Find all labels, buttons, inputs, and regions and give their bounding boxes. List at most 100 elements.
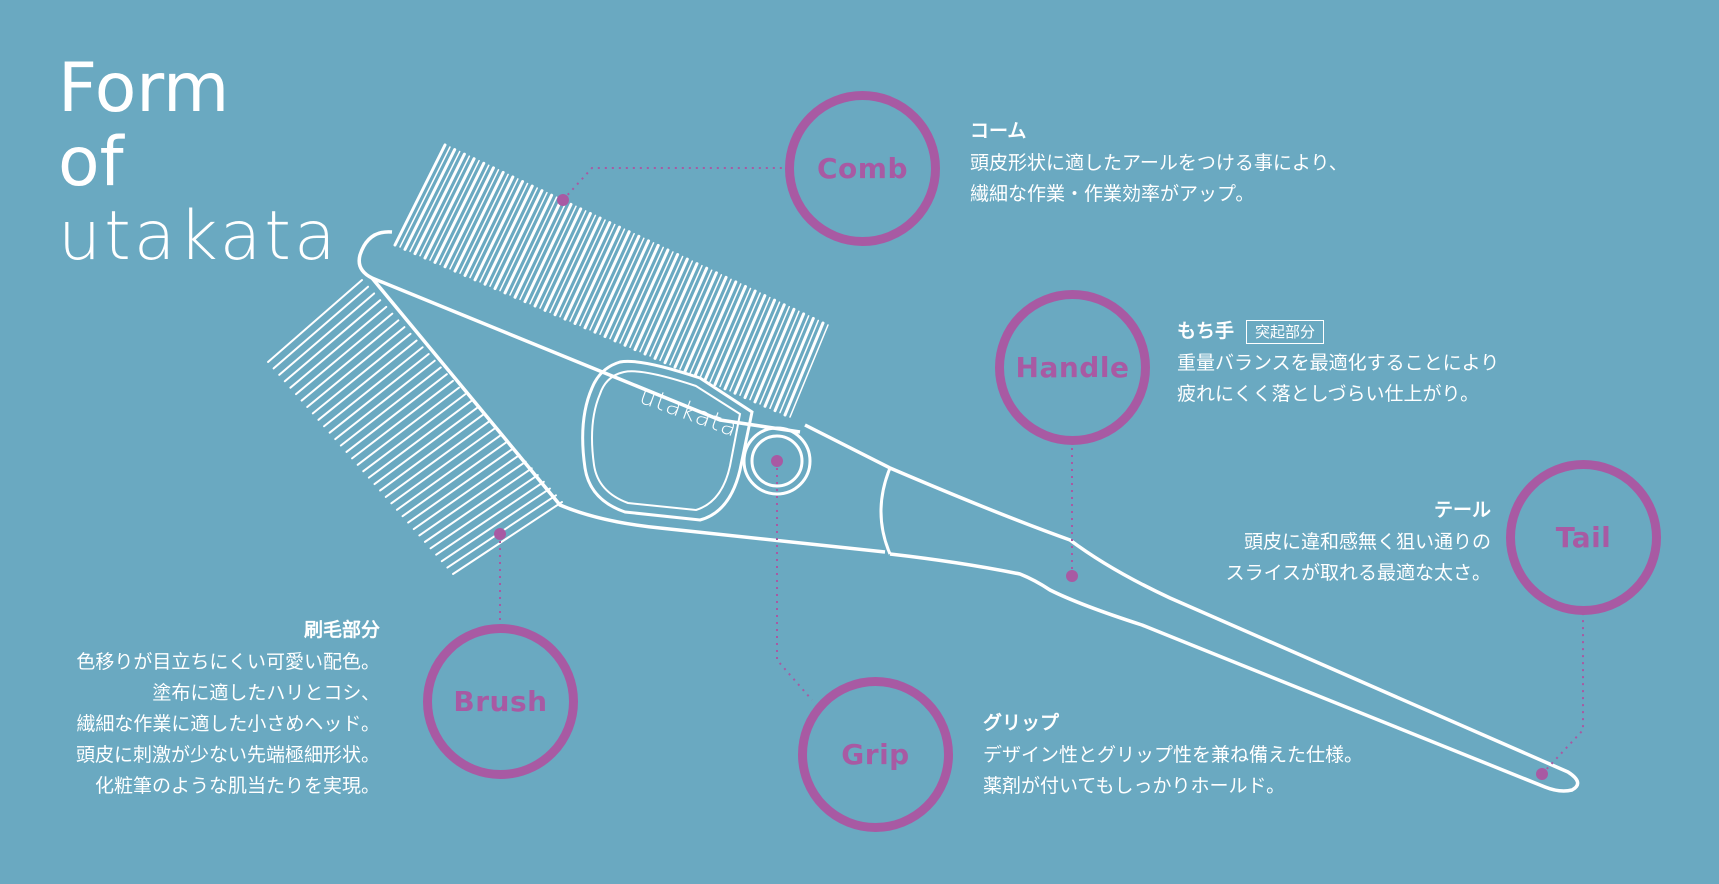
bristle: [345, 373, 448, 453]
bristle: [334, 359, 436, 441]
bristle: [272, 285, 370, 370]
comb-tooth: [783, 321, 825, 417]
brush-heading: 刷毛部分: [303, 619, 380, 641]
brush-logo-text: utakata: [636, 380, 742, 442]
handle-line-2: 疲れにくく落としづらい仕上がり。: [1177, 383, 1480, 405]
comb-tooth-edge: [529, 205, 577, 305]
bristle: [401, 440, 509, 518]
tail-line-2: スライスが取れる最適な太さ。: [1225, 562, 1491, 584]
comb-tooth: [483, 184, 534, 286]
comb-tooth-edge: [489, 187, 538, 287]
comb-tooth: [743, 303, 786, 400]
bristle: [289, 305, 388, 389]
handle-bubble: Handle: [995, 290, 1150, 445]
comb-tooth-edge: [629, 251, 674, 349]
comb-tooth: [543, 211, 592, 312]
comb-tooth-edge: [579, 228, 626, 327]
comb-heading: コーム: [970, 120, 1027, 142]
bristle: [323, 346, 424, 428]
grip-ring-outer: [742, 426, 812, 496]
brush-point: [494, 528, 506, 540]
comb-tooth-edge: [679, 274, 723, 370]
bristle: [384, 420, 491, 498]
bristle: [317, 339, 418, 421]
comb-tooth-edge: [769, 315, 810, 410]
comb-bubble: Comb: [785, 91, 940, 246]
bristle: [267, 279, 363, 363]
brush-line-5: 化粧筆のような肌当たりを実現。: [94, 775, 380, 797]
comb-tooth: [693, 280, 738, 378]
comb-tooth: [403, 148, 457, 251]
comb-tooth: [663, 266, 709, 365]
grip-line-1: デザイン性とグリップ性を兼ね備えた仕様。: [983, 744, 1364, 766]
tail-line-1: 頭皮に違和感無く狙い通りの: [1243, 531, 1491, 553]
handle-description: もち手突起部分 重量バランスを最適化することにより 疲れにくく落としづらい仕上が…: [1177, 318, 1499, 410]
comb-tooth-edge: [619, 246, 664, 344]
comb-tooth-edge: [639, 255, 684, 353]
comb-tooth-edge: [699, 283, 742, 379]
title-line-3: utakata: [58, 197, 339, 276]
brush-line-1: 色移りが目立ちにくい可愛い配色。: [76, 651, 380, 673]
brush-line-3: 繊細な作業に適した小さめヘッド。: [76, 713, 380, 735]
bristle: [407, 447, 515, 524]
bristle: [429, 474, 539, 550]
bristle: [306, 326, 406, 408]
comb-tooth-edge: [759, 310, 800, 405]
comb-tooth: [713, 289, 757, 386]
comb-tooth: [473, 180, 525, 282]
logo-plate: [581, 359, 754, 522]
brush-description: 刷毛部分 色移りが目立ちにくい可愛い配色。 塗布に適したハリとコシ、 繊細な作業…: [76, 617, 380, 802]
bristle: [300, 319, 400, 402]
comb-tooth: [583, 230, 631, 330]
comb-tooth: [723, 294, 767, 391]
tail-description: テール 頭皮に違和感無く狙い通りの スライスが取れる最適な太さ。: [1226, 497, 1491, 589]
bristle: [367, 400, 473, 479]
logo-plate-inner: [591, 370, 742, 512]
comb-tooth: [733, 298, 777, 395]
tail-bubble: Tail: [1506, 460, 1661, 615]
brush-line-2: 塗布に適したハリとコシ、: [152, 682, 380, 704]
bristle: [362, 393, 467, 473]
comb-tooth-edge: [719, 292, 761, 388]
comb-tooth: [553, 216, 602, 317]
bristle: [373, 406, 479, 486]
comb-tooth-edge: [789, 324, 829, 418]
comb-tooth: [573, 225, 621, 325]
bristle: [435, 480, 545, 556]
comb-tooth: [633, 253, 680, 352]
comb-tooth-edge: [429, 159, 480, 261]
title-line-2: of: [58, 123, 124, 202]
handle-band: [879, 467, 892, 555]
comb-tooth: [533, 207, 583, 308]
comb-tooth-edge: [729, 296, 771, 392]
title-line-1: Form: [58, 49, 230, 128]
grip-point: [771, 455, 783, 467]
handle-bubble-label: Handle: [1015, 351, 1130, 384]
handle-upper-edge: [804, 423, 1580, 793]
comb-tooth-edge: [589, 232, 635, 331]
bristle: [328, 353, 430, 434]
comb-tooth: [673, 271, 718, 369]
bristle: [356, 386, 460, 466]
comb-tooth: [613, 243, 660, 343]
comb-tooth: [513, 198, 563, 299]
tail-leader: [1541, 612, 1584, 775]
comb-tooth: [493, 189, 544, 291]
comb-tooth: [463, 175, 515, 278]
brush-bubble-label: Brush: [453, 685, 548, 718]
comb-line-2: 繊細な作業・作業効率がアップ。: [970, 183, 1255, 205]
comb-tooth: [503, 193, 554, 295]
comb-teeth: [393, 143, 829, 418]
comb-tooth-edge: [569, 223, 616, 322]
handle-point: [1066, 570, 1078, 582]
comb-tooth: [563, 221, 612, 321]
comb-tooth-edge: [669, 269, 713, 366]
bristle: [278, 292, 376, 376]
comb-tooth-edge: [609, 242, 655, 340]
bristle: [295, 312, 394, 396]
handle-heading-row: もち手突起部分: [1177, 318, 1499, 344]
bristle: [283, 299, 382, 383]
comb-tooth: [753, 307, 796, 404]
comb-tooth-edge: [399, 146, 451, 248]
